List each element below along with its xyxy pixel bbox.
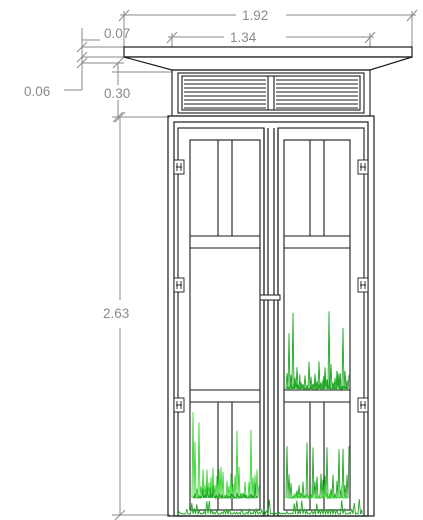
grass-tuft xyxy=(177,498,363,516)
door-handle-icon xyxy=(259,294,281,301)
dim-canopy-edge: 0.06 xyxy=(24,84,50,99)
grass-tuft xyxy=(191,412,260,499)
louver-vent xyxy=(171,69,371,117)
right-door-leaf xyxy=(277,127,365,517)
hinge-icon xyxy=(173,397,185,413)
hinges xyxy=(173,159,369,413)
hinge-icon xyxy=(173,159,185,175)
grass-tuft xyxy=(286,483,349,500)
dim-louver-width: 1.34 xyxy=(230,30,257,45)
hinge-icon xyxy=(357,397,369,413)
dim-canopy-thickness: 0.07 xyxy=(104,26,130,41)
hinge-icon xyxy=(357,277,369,293)
dim-louver-height: 0.30 xyxy=(104,86,130,101)
grass-tuft xyxy=(285,311,350,391)
dimension-lines xyxy=(64,9,418,520)
dim-canopy-width: 1.92 xyxy=(242,8,268,23)
hinge-icon xyxy=(357,159,369,175)
grass-icon xyxy=(177,311,363,516)
dimension-labels: 1.92 1.34 0.07 0.06 0.30 2.63 xyxy=(24,8,268,321)
louver-slats xyxy=(184,79,358,109)
grass-tuft xyxy=(285,442,350,500)
grass-tuft xyxy=(286,371,349,391)
grass-tuft xyxy=(192,483,258,500)
hinge-icon xyxy=(173,277,185,293)
dim-door-height: 2.63 xyxy=(103,306,129,321)
canopy xyxy=(123,46,413,71)
